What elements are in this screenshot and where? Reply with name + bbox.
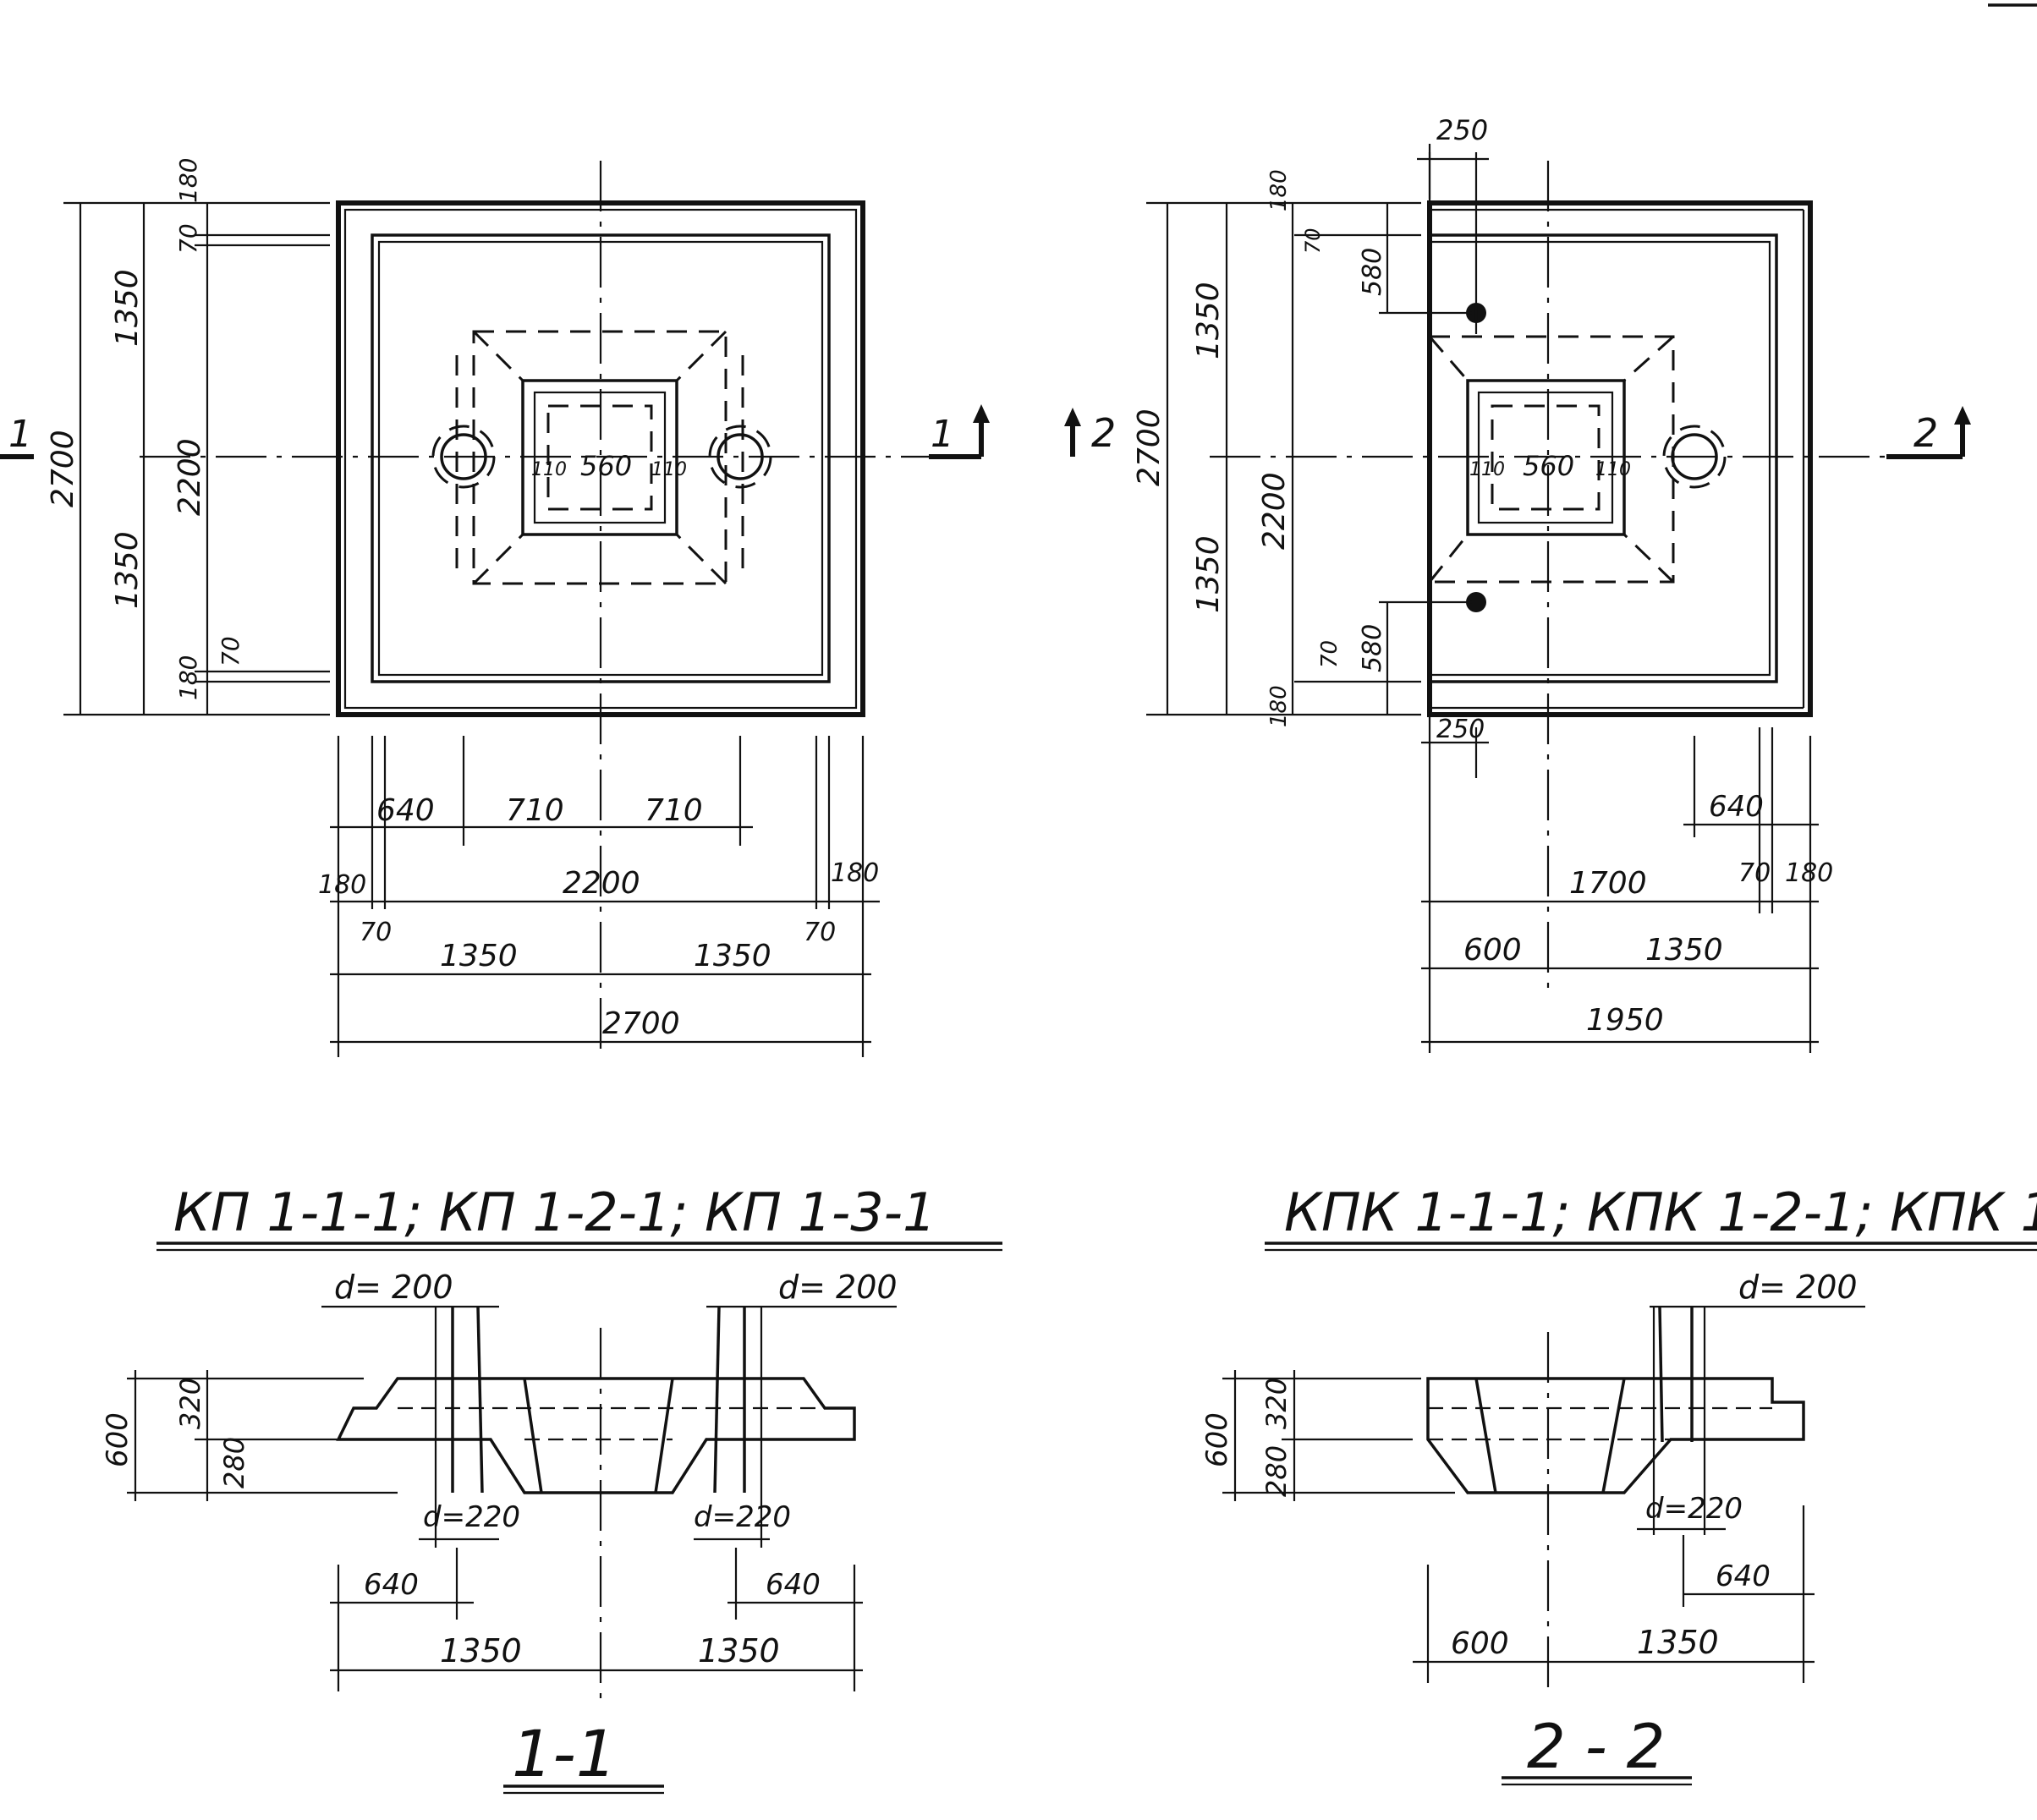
dim-2200-vertical: 2200 [173, 438, 207, 516]
dim-1950: 1950 [1586, 1003, 1664, 1038]
section-2-2-profile [1426, 1377, 1805, 1494]
plan-right-vertical-dims: 2700 1350 1350 2200 180 70 580 70 580 18… [1132, 169, 1387, 727]
dim-110-a-left: 110 [531, 459, 567, 480]
d220-b: d=220 [694, 1500, 791, 1534]
section-2-2-label: 2 - 2 [1527, 1711, 1665, 1782]
dim-1700: 1700 [1569, 866, 1647, 901]
dim-180-a-bottom: 180 [318, 870, 366, 900]
dim-180-b-bottom: 180 [831, 858, 879, 888]
d220-right: d=220 [1645, 1492, 1743, 1526]
dim-180-right: 180 [1785, 858, 1833, 888]
plan-left-bottom-dims: 640 710 710 180 2200 180 70 70 1350 1350… [318, 736, 880, 1057]
section-mark-1-right: 1 [931, 413, 954, 456]
dim-180-top-r: 180 [1266, 169, 1292, 211]
section-1-1-profile [336, 1377, 856, 1494]
dim-710-a: 710 [506, 793, 564, 828]
d1350-b-section: 1350 [698, 1632, 780, 1669]
d200-a: d= 200 [334, 1269, 453, 1306]
dim-250-bottom: 250 [1436, 715, 1485, 744]
plan-right-step [1430, 233, 1778, 683]
d640-a-section: 640 [364, 1568, 419, 1602]
d200-b: d= 200 [778, 1269, 898, 1306]
dim-1350-b-bottom: 1350 [694, 939, 771, 973]
d1350-right-section: 1350 [1637, 1624, 1719, 1661]
d640-b-section: 640 [766, 1568, 821, 1602]
h320-right: 320 [1260, 1378, 1293, 1429]
dim-2700-vertical-r: 2700 [1132, 408, 1167, 486]
dim-1350-a-bottom: 1350 [440, 939, 518, 973]
dim-710-b: 710 [645, 793, 703, 828]
section-1-1-label: 1-1 [512, 1716, 617, 1791]
dim-180-top: 180 [174, 158, 202, 203]
dim-180-bottom: 180 [174, 655, 202, 700]
h280-left: 280 [218, 1437, 250, 1488]
plan-left: 1 1 2700 1350 1350 2200 180 70 70 180 56… [0, 158, 1002, 1252]
d600-right-section: 600 [1451, 1626, 1509, 1661]
dim-1350-bottom-r: 1350 [1191, 535, 1226, 613]
d220-a: d=220 [423, 1500, 520, 1534]
h600-left: 600 [101, 1412, 135, 1467]
dim-1350-plan-right: 1350 [1645, 933, 1723, 968]
dim-110-b-right: 110 [1595, 459, 1631, 480]
section-mark-1-left: 1 [8, 413, 32, 456]
h320-left: 320 [174, 1378, 206, 1429]
dim-110-a-right: 110 [1469, 459, 1505, 480]
dim-560-left: 560 [580, 450, 632, 482]
plan-right-bottom-dims: 250 640 1700 70 180 600 1350 1950 [1421, 715, 1833, 1053]
dim-640-left: 640 [376, 793, 435, 828]
dim-70-bottom-r: 70 [1317, 640, 1342, 668]
dim-250-top: 250 [1436, 114, 1488, 146]
section-1-1: d= 200 d= 200 d=220 d=220 600 320 280 64… [101, 1269, 898, 1795]
plan-right-title: КПК 1-1-1; КПК 1-2-1; КПК 1-3-1 [1284, 1181, 2037, 1243]
dim-2200-bottom: 2200 [563, 866, 640, 901]
dim-70-top-r: 70 [1301, 228, 1325, 254]
dim-70-b-bottom: 70 [804, 918, 836, 947]
dim-70-top: 70 [174, 223, 202, 254]
dim-110-b-left: 110 [651, 459, 687, 480]
section-mark-2-right: 2 [1913, 410, 1938, 456]
plan-left-title: КП 1-1-1; КП 1-2-1; КП 1-3-1 [173, 1181, 936, 1243]
d200-right: d= 200 [1738, 1269, 1858, 1306]
section-2-2: d= 200 d=220 600 320 280 640 600 1350 2 … [1200, 1269, 1865, 1786]
d640-right-section: 640 [1716, 1560, 1771, 1593]
h600-right: 600 [1200, 1412, 1234, 1467]
dim-70-bottom: 70 [217, 636, 244, 666]
dim-180-bottom-r: 180 [1266, 685, 1292, 727]
dim-580-top-r: 580 [1358, 248, 1387, 296]
d1350-a-section: 1350 [440, 1632, 522, 1669]
dim-1350-top: 1350 [110, 269, 145, 347]
plan-right: 2 2 250 2700 1350 1350 2200 180 70 580 7… [1064, 114, 2037, 1252]
dim-2700-bottom: 2700 [602, 1006, 680, 1041]
h280-right: 280 [1260, 1445, 1293, 1497]
dim-1350-top-r: 1350 [1191, 282, 1226, 359]
dim-2200-vertical-r: 2200 [1257, 472, 1292, 550]
dowel-bottom [1466, 592, 1486, 612]
dim-640-right: 640 [1709, 790, 1764, 824]
dim-2700-vertical: 2700 [46, 430, 80, 507]
dim-70-a-bottom: 70 [360, 918, 392, 947]
dim-560-right: 560 [1523, 450, 1574, 482]
dim-1350-bottom: 1350 [110, 531, 145, 609]
dim-70-right: 70 [1738, 858, 1771, 888]
section-mark-2-left: 2 [1091, 410, 1116, 456]
plan-left-vertical-dims: 2700 1350 1350 2200 180 70 70 180 [46, 158, 244, 700]
dim-580-bottom-r: 580 [1358, 624, 1387, 672]
dim-600-plan-right: 600 [1463, 933, 1522, 968]
